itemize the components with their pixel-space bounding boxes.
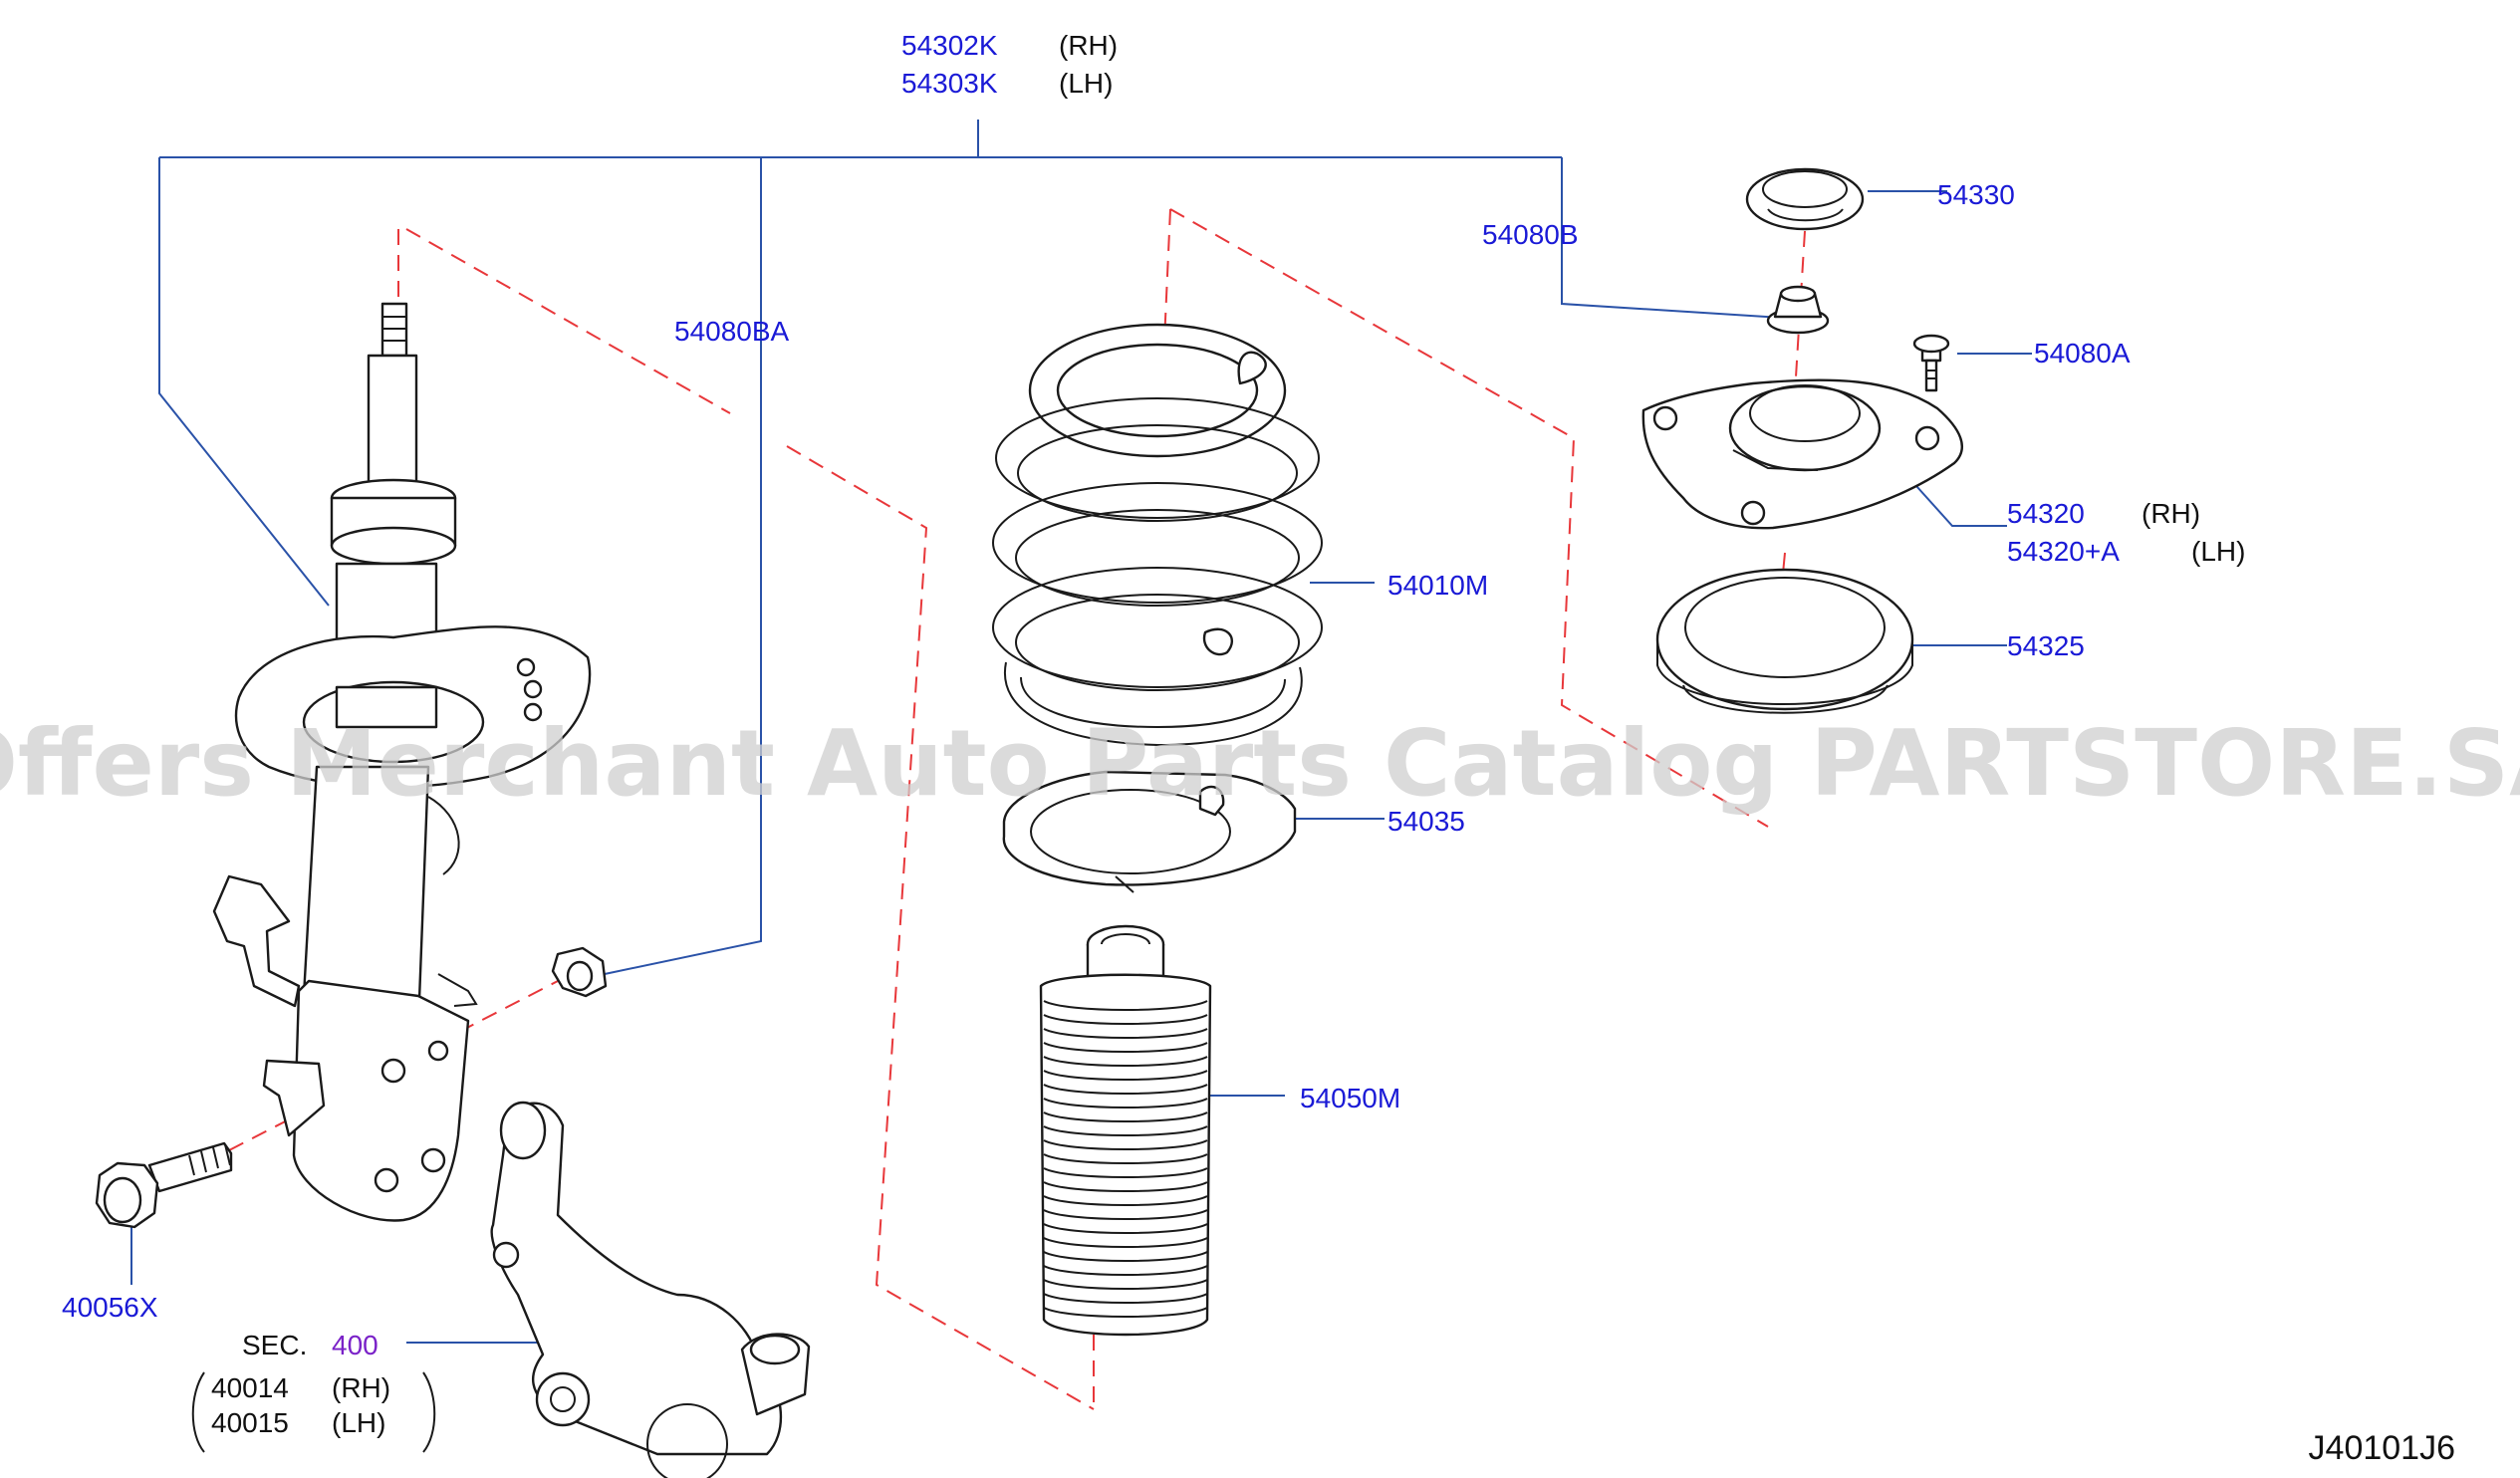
label-54302K[interactable]: 54302K [901, 30, 998, 61]
label-54080A[interactable]: 54080A [2034, 338, 2131, 369]
label-54303K-side: (LH) [1059, 68, 1113, 99]
spring-seat-54035 [1002, 770, 1297, 893]
label-54010M[interactable]: 54010M [1387, 570, 1488, 601]
drawing-code: J40101J6 [2309, 1429, 2455, 1467]
upper-nut-54080BA [551, 946, 608, 998]
dust-boot-54050M [1039, 924, 1212, 1337]
top-cap-54330 [1745, 167, 1865, 231]
label-40015-side: (LH) [332, 1407, 385, 1438]
label-54320-A-side: (LH) [2191, 536, 2245, 567]
watermark: Offers Merchant Auto Parts Catalog PARTS… [0, 710, 2520, 817]
bolt-40056X [95, 1141, 233, 1229]
section-number-400[interactable]: 400 [332, 1330, 378, 1360]
section-bracket-right [422, 1371, 436, 1453]
steering-knuckle [490, 1101, 811, 1478]
label-54080BA[interactable]: 54080BA [674, 316, 790, 347]
label-54035[interactable]: 54035 [1387, 806, 1465, 837]
label-54320[interactable]: 54320 [2007, 498, 2085, 529]
label-40056X[interactable]: 40056X [62, 1292, 158, 1323]
label-54325[interactable]: 54325 [2007, 630, 2085, 661]
label-54080B[interactable]: 54080B [1482, 219, 1579, 250]
strut-mount-54320 [1641, 378, 1964, 530]
label-54320-A[interactable]: 54320+A [2007, 536, 2120, 567]
bearing-54325 [1655, 568, 1914, 714]
label-40015: 40015 [211, 1407, 289, 1438]
label-54302K-side: (RH) [1059, 30, 1118, 61]
label-54303K[interactable]: 54303K [901, 68, 998, 99]
label-40014-side: (RH) [332, 1372, 390, 1403]
mount-nut-54080B [1766, 285, 1830, 335]
coil-spring-54010M [992, 323, 1323, 747]
strut-assembly [212, 302, 592, 1222]
section-prefix: SEC. [242, 1330, 307, 1360]
label-40014: 40014 [211, 1372, 289, 1403]
bolt-54080A [1912, 334, 1950, 392]
label-54330[interactable]: 54330 [1937, 179, 2015, 210]
section-bracket-left [191, 1371, 205, 1453]
label-54050M[interactable]: 54050M [1300, 1083, 1400, 1113]
label-54320-side: (RH) [2142, 498, 2200, 529]
